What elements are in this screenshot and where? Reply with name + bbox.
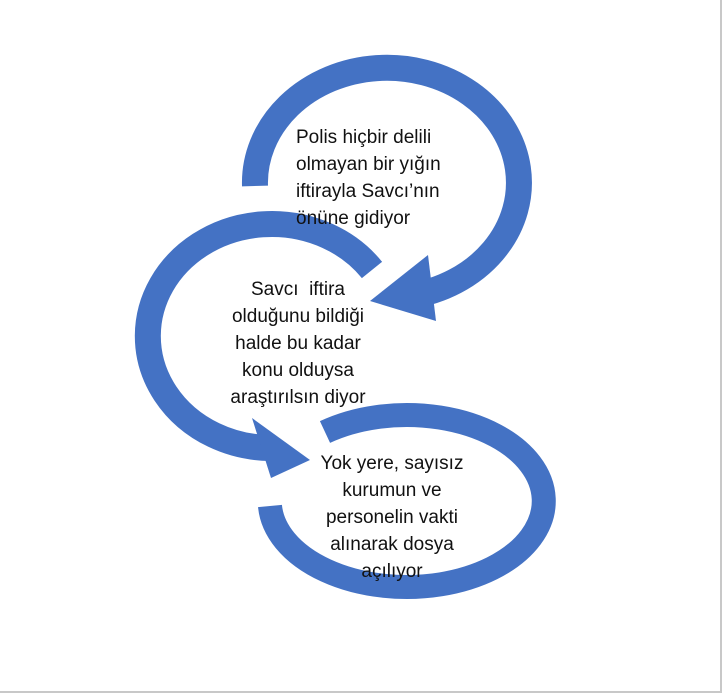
step-3-line-3: personelin vakti [325,507,459,528]
step-1-line-1: Polis hiçbir delili [296,127,432,148]
step-3-line-5: açılıyor [361,561,423,582]
step-1-line-2: olmayan bir yığın [296,154,441,175]
step-1-text: Polis hiçbir delili olmayan bir yığın if… [296,124,441,232]
arrow-2-head [252,418,310,478]
step-3-line-1: Yok yere, sayısız [320,453,464,474]
step-2-line-5: araştırılsın diyor [230,387,366,408]
step-2-line-2: olduğunu bildiği [231,306,365,327]
arrow-3 [258,403,556,599]
step-2-line-3: halde bu kadar [235,333,361,354]
step-2-line-1: Savcı iftira [251,279,345,300]
step-3-line-4: alınarak dosya [330,534,454,555]
arrow-1-head [370,255,436,321]
arrow-2 [134,211,383,461]
step-3-line-2: kurumun ve [342,480,442,501]
step-1-line-3: iftirayla Savcı’nın [296,181,440,202]
step-3-text: Yok yere, sayısız kurumun ve personelin … [302,450,482,585]
step-1-line-4: önüne gidiyor [296,208,411,229]
step-2-text: Savcı iftira olduğunu bildiği halde bu k… [208,276,388,411]
arrow-1 [241,54,532,309]
step-2-line-4: konu olduysa [242,360,354,381]
